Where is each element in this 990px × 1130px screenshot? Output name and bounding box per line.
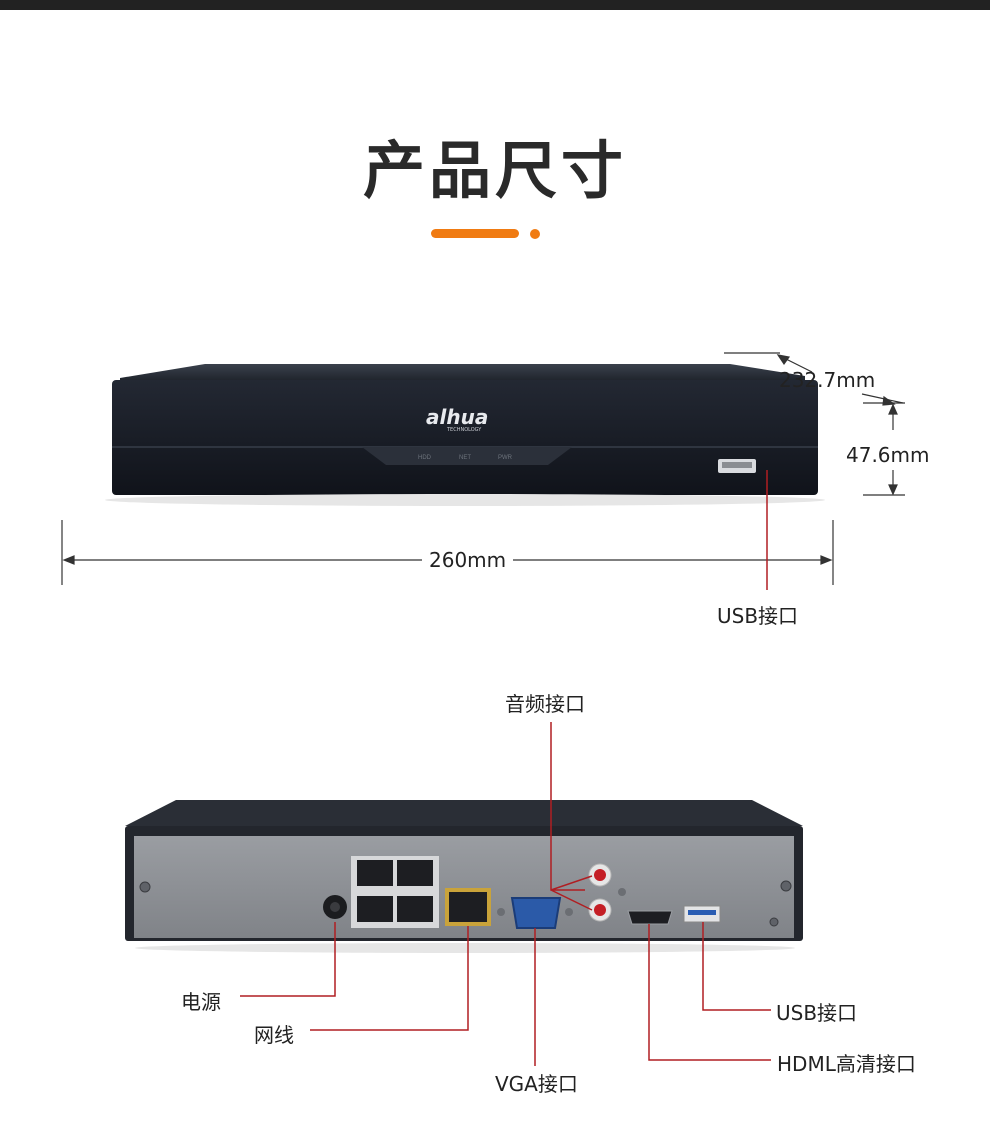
audio-ports xyxy=(588,863,626,922)
vga-label: VGA接口 xyxy=(495,1072,578,1096)
poe-ports xyxy=(351,856,439,928)
dim-height-line xyxy=(863,402,905,496)
audio-callout-line xyxy=(550,722,593,911)
rear-usb-callout-line xyxy=(702,922,771,1011)
indicator-pwr: PWR xyxy=(498,455,513,461)
rear-usb-port xyxy=(683,905,721,923)
top-bar xyxy=(0,0,990,10)
hdmi-port xyxy=(627,910,673,925)
power-callout-line xyxy=(240,922,336,997)
screws xyxy=(139,880,792,927)
screw-icon xyxy=(139,881,151,893)
accent-bar xyxy=(431,229,519,238)
accent-dot xyxy=(530,229,540,239)
front-usb-label: USB接口 xyxy=(717,604,799,628)
hdmi-label: HDML高清接口 xyxy=(777,1052,916,1076)
network-label: 网线 xyxy=(254,1023,294,1047)
logo-sub: TECHNOLOGY xyxy=(446,427,482,433)
depth-label: 232.7mm xyxy=(779,368,876,392)
nvr-front xyxy=(105,364,825,506)
brand-logo: alhua TECHNOLOGY xyxy=(426,405,488,433)
indicator-hdd: HDD xyxy=(418,455,432,461)
indicator-net: NET xyxy=(459,455,471,461)
height-label: 47.6mm xyxy=(846,443,930,467)
network-callout-line xyxy=(310,926,469,1031)
rear-usb-label: USB接口 xyxy=(776,1001,858,1025)
audio-label: 音频接口 xyxy=(505,692,585,716)
vga-port xyxy=(497,897,573,929)
screw-icon xyxy=(780,880,792,892)
page-title: 产品尺寸 xyxy=(362,134,627,207)
front-indicator-labels: HDD NET PWR xyxy=(418,455,513,461)
power-label: 电源 xyxy=(181,990,221,1014)
logo-text: alhua xyxy=(426,405,488,429)
lan-port xyxy=(445,888,491,926)
screw-icon xyxy=(769,917,779,927)
nvr-rear xyxy=(125,800,803,953)
width-label: 260mm xyxy=(429,548,507,572)
dim-width-line xyxy=(61,520,834,585)
hdmi-callout-line xyxy=(648,924,771,1061)
power-port xyxy=(323,895,347,919)
